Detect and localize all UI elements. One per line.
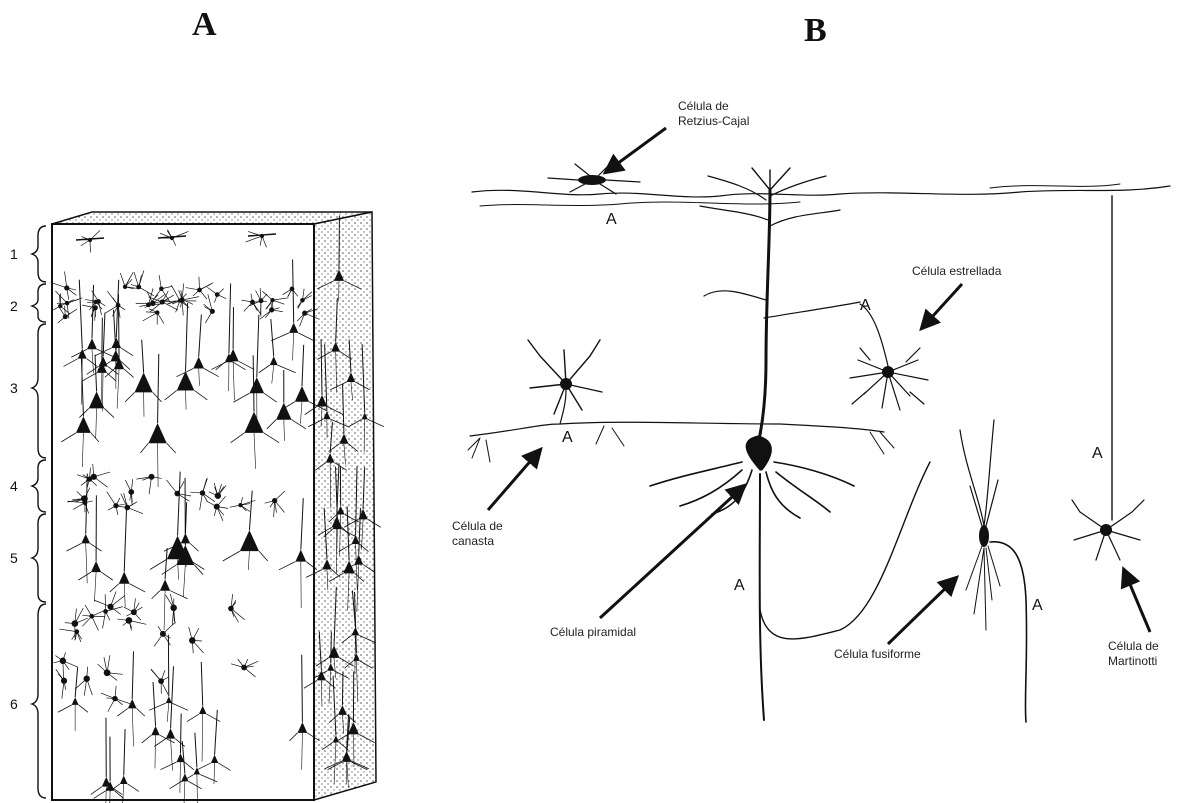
layer-1-label: 1: [10, 246, 18, 262]
axon-label-fusiforme: A: [1032, 597, 1043, 614]
label-piramidal: Célula piramidal: [550, 625, 636, 639]
label-estrellada: Célula estrellada: [912, 264, 1002, 278]
axon-label-martinotti: A: [1092, 445, 1103, 462]
axon-label-piramidal: A: [734, 577, 745, 594]
label-canasta-line2: canasta: [452, 534, 494, 548]
layer-2-label: 2: [10, 298, 18, 314]
label-martinotti-line1: Célula de: [1108, 639, 1159, 653]
label-canasta-line1: Célula de: [452, 519, 503, 533]
axon-label-estrellada: A: [860, 297, 871, 314]
layer-brackets: [32, 226, 46, 798]
layer-6-label: 6: [10, 696, 18, 712]
label-fusiforme: Célula fusiforme: [834, 647, 921, 661]
label-retzius-cajal-line2: Retzius-Cajal: [678, 114, 749, 128]
axon-label-retzius: A: [606, 211, 617, 228]
layer-5-label: 5: [10, 550, 18, 566]
layer-3-label: 3: [10, 380, 18, 396]
label-retzius-cajal-line1: Célula de: [678, 99, 729, 113]
axon-label-canasta: A: [562, 429, 573, 446]
layer-4-label: 4: [10, 478, 18, 494]
label-martinotti-line2: Martinotti: [1108, 654, 1157, 668]
